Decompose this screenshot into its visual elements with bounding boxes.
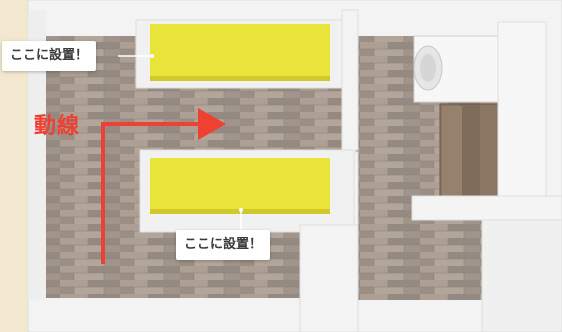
wooden-cabinet-front (442, 106, 462, 198)
divider-wall-top (341, 9, 359, 151)
top-yellow-cabinet-shadow (150, 76, 330, 81)
lower-partition-wall (299, 224, 359, 332)
washing-machine-door (420, 54, 436, 82)
top-yellow-cabinet (150, 24, 330, 81)
right-ledge (411, 195, 562, 221)
left-wall (28, 10, 46, 300)
placement-callout-bottom: ここに設置！ (176, 230, 271, 260)
flow-arrow-line (101, 122, 200, 264)
right-wall-column (497, 21, 547, 219)
right-lower-wall (481, 219, 562, 332)
callout-pointer-top-dot (150, 54, 154, 58)
flow-arrow-head (198, 108, 226, 140)
placement-callout-top: ここに設置！ (2, 41, 97, 71)
callout-pointer-bottom-dot (239, 208, 243, 212)
wood-floor-bottom-right (356, 220, 496, 300)
flow-label: 動線 (34, 114, 81, 139)
bottom-yellow-cabinet (150, 158, 330, 213)
